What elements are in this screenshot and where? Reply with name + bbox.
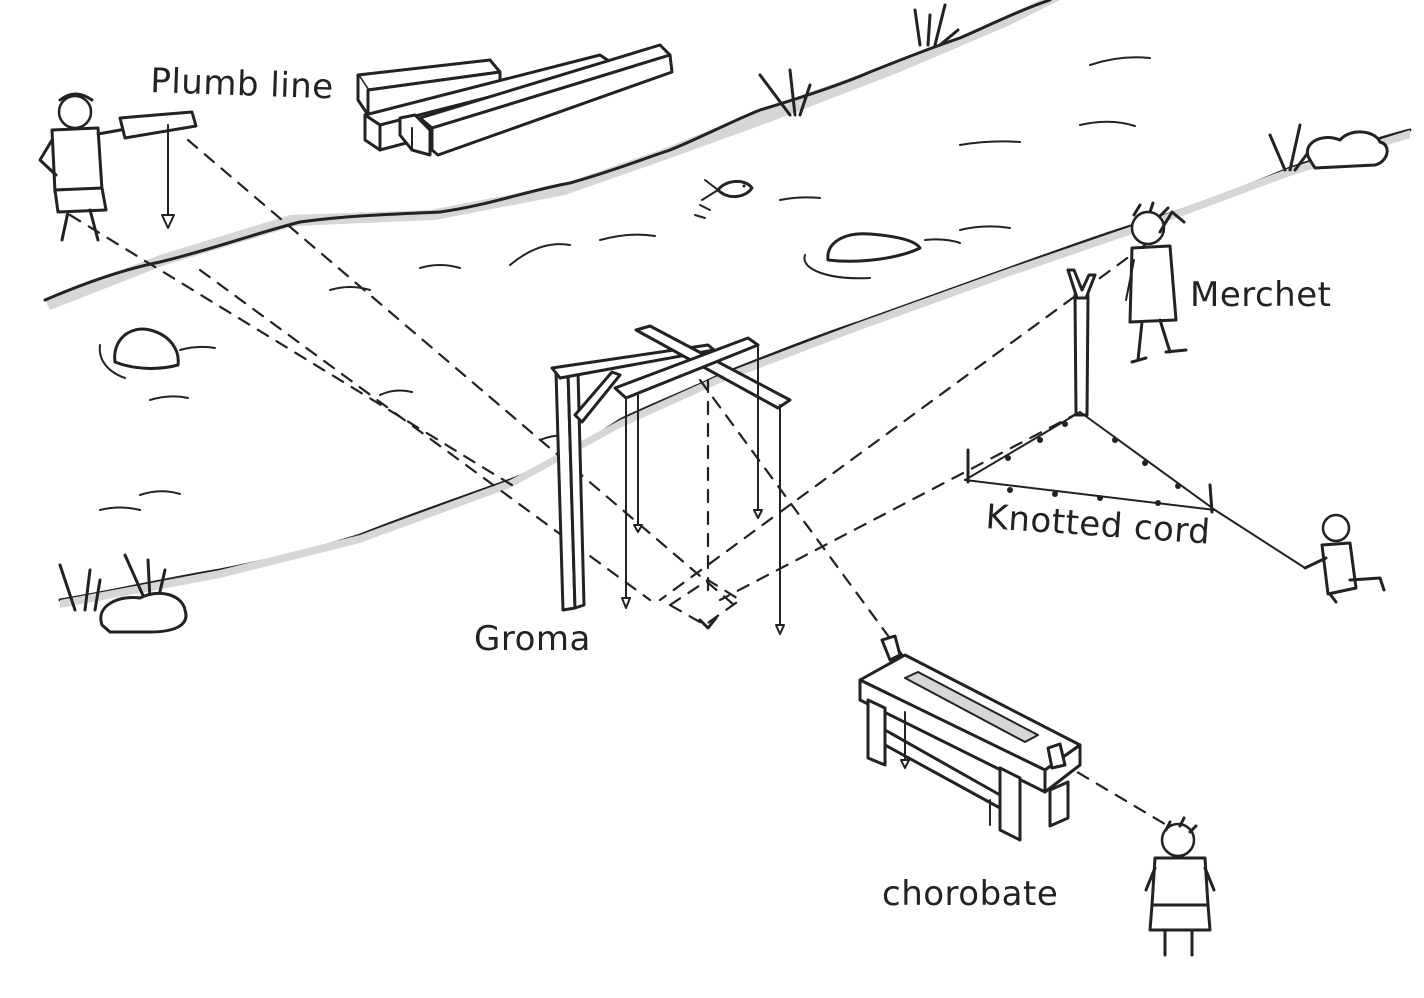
label-chorobate: chorobate bbox=[882, 874, 1058, 914]
cord-holder-person bbox=[1303, 513, 1386, 604]
label-plumb-line: Plumb line bbox=[150, 61, 335, 107]
plumb-line-person bbox=[38, 92, 198, 242]
merchet-person bbox=[1125, 201, 1188, 364]
groma bbox=[550, 324, 792, 635]
label-groma: Groma bbox=[474, 619, 591, 659]
knotted-cord bbox=[964, 411, 1306, 569]
label-merchet: Merchet bbox=[1190, 275, 1331, 315]
far-riverbank bbox=[43, 0, 1052, 302]
river-rocks bbox=[98, 232, 961, 379]
timber-pile bbox=[356, 43, 674, 157]
chorobate bbox=[858, 634, 1082, 842]
grass-tufts bbox=[58, 3, 1389, 634]
chorobate-sighter-person bbox=[1144, 816, 1216, 957]
merchet-stake bbox=[1066, 268, 1097, 417]
fish bbox=[694, 179, 754, 219]
